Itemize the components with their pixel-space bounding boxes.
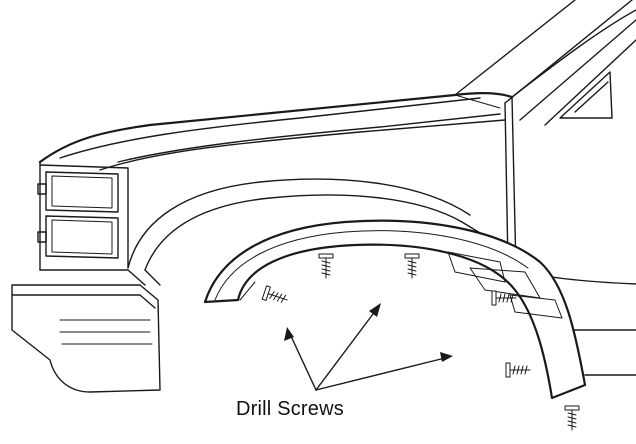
windshield-pillar bbox=[454, 0, 636, 271]
front-bumper bbox=[11, 269, 161, 393]
callout-arrows bbox=[284, 303, 453, 391]
hood-outline bbox=[38, 92, 514, 171]
drill-screws-label: Drill Screws bbox=[236, 398, 344, 420]
drill-screw-icon bbox=[261, 253, 580, 431]
wheel-flare-molding bbox=[203, 219, 587, 400]
headlamp-assembly bbox=[37, 161, 129, 271]
